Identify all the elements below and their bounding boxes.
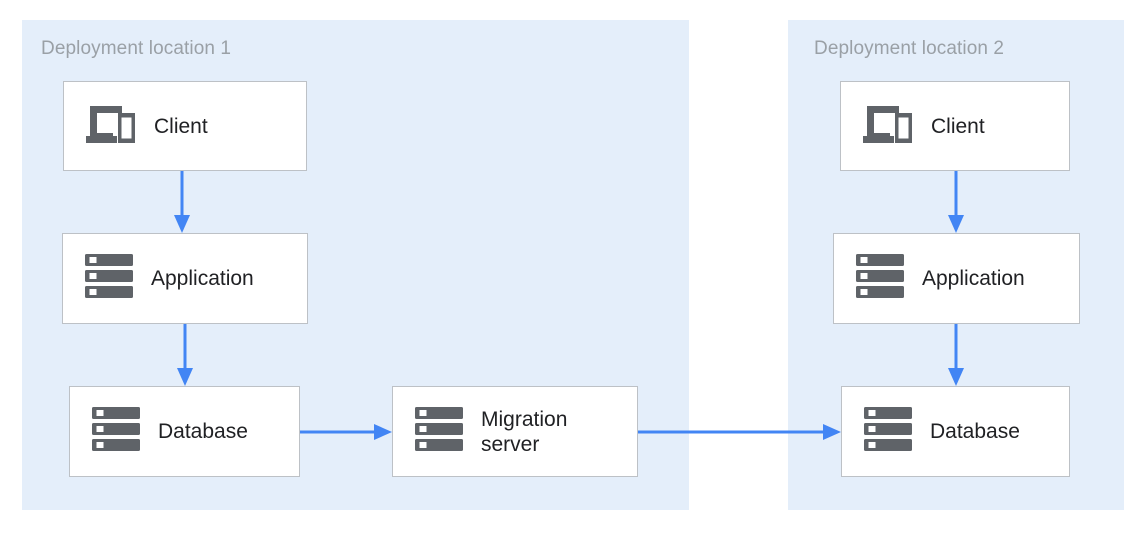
server-icon: [85, 253, 133, 304]
node-migration-server-label: Migration server: [481, 407, 568, 456]
server-icon: [864, 406, 912, 457]
deployment-zone-2-label: Deployment location 2: [814, 38, 1005, 59]
devices-icon: [863, 103, 913, 150]
arrow-application1-to-database1: [175, 324, 195, 386]
node-database-2[interactable]: Database: [841, 386, 1070, 477]
node-client-1[interactable]: Client: [63, 81, 307, 171]
server-icon: [92, 406, 140, 457]
deployment-zone-1-label: Deployment location 1: [41, 38, 232, 59]
node-application-1[interactable]: Application: [62, 233, 308, 324]
arrow-client2-to-application2: [946, 171, 966, 233]
devices-icon: [86, 103, 136, 150]
node-client-2[interactable]: Client: [840, 81, 1070, 171]
server-icon: [415, 406, 463, 457]
arrow-migration-server-to-database2: [638, 422, 841, 442]
server-icon: [856, 253, 904, 304]
node-client-1-label: Client: [154, 114, 208, 138]
node-database-1[interactable]: Database: [69, 386, 300, 477]
arrow-application2-to-database2: [946, 324, 966, 386]
node-application-2-label: Application: [922, 267, 1025, 290]
node-migration-server[interactable]: Migration server: [392, 386, 638, 477]
node-database-2-label: Database: [930, 420, 1020, 443]
node-database-1-label: Database: [158, 420, 248, 443]
node-application-2[interactable]: Application: [833, 233, 1080, 324]
node-application-1-label: Application: [151, 267, 254, 290]
arrow-client1-to-application1: [172, 171, 192, 233]
arrow-database1-to-migration-server: [300, 422, 392, 442]
node-client-2-label: Client: [931, 114, 985, 138]
